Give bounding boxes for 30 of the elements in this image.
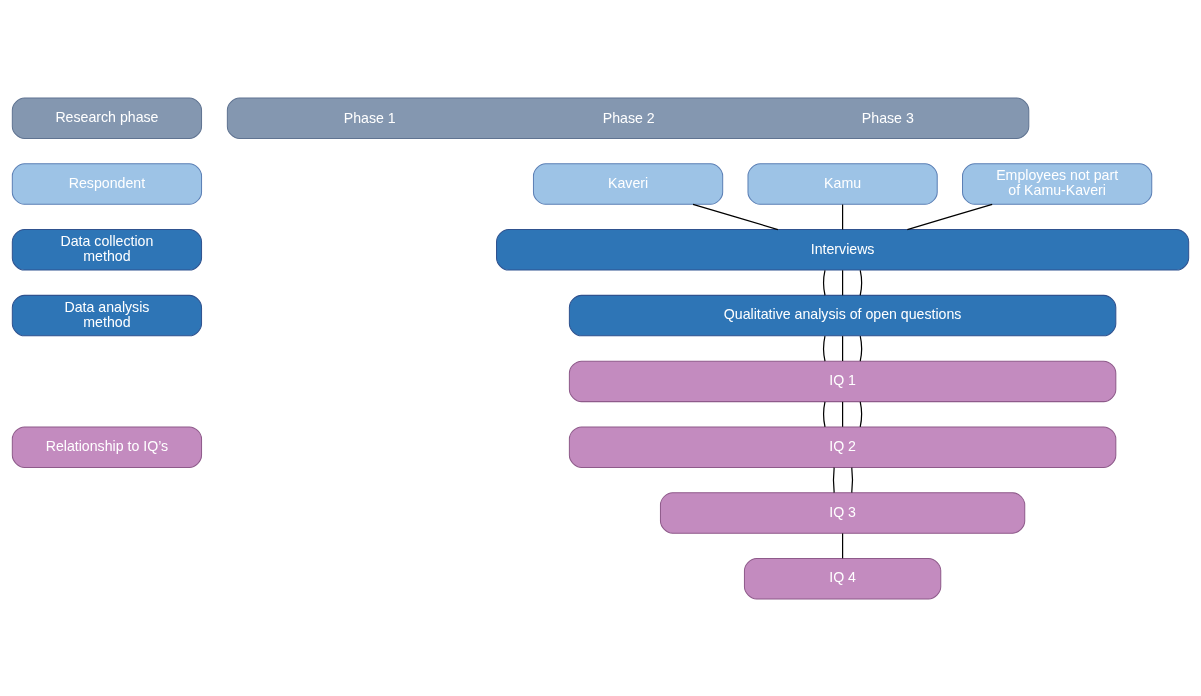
connector <box>842 335 844 362</box>
connector <box>692 203 779 230</box>
node-box: Interviews <box>496 228 1190 271</box>
node-box: Research phase <box>11 97 203 139</box>
connector <box>906 203 993 230</box>
connector <box>859 335 863 362</box>
node-box: Phase 1 Phase 2 Phase 3 <box>226 97 1030 139</box>
node-box: IQ 2 <box>568 425 1117 468</box>
connector <box>823 269 826 296</box>
connector <box>842 532 844 559</box>
node-box: Data collection method <box>11 228 203 271</box>
connector <box>842 203 844 230</box>
node-box: Kamu <box>747 162 938 205</box>
node-box: IQ 1 <box>568 360 1117 402</box>
node-box: Qualitative analysis of open questions <box>568 294 1117 336</box>
connector <box>823 400 826 427</box>
node-box: Relationship to IQ’s <box>11 425 203 468</box>
connector <box>842 400 844 427</box>
node-box: IQ 4 <box>743 557 942 599</box>
connector <box>842 269 844 296</box>
connector <box>851 466 854 493</box>
connector <box>823 335 826 362</box>
node-box: Kaveri <box>532 162 724 205</box>
node-box: Respondent <box>11 162 203 205</box>
node-box: IQ 3 <box>659 491 1026 534</box>
connector <box>832 466 835 493</box>
node-box: Data analysis method <box>11 294 203 336</box>
connector <box>859 400 863 427</box>
node-box: Employees not part of Kamu-Kaveri <box>962 162 1153 205</box>
connector <box>859 269 863 296</box>
